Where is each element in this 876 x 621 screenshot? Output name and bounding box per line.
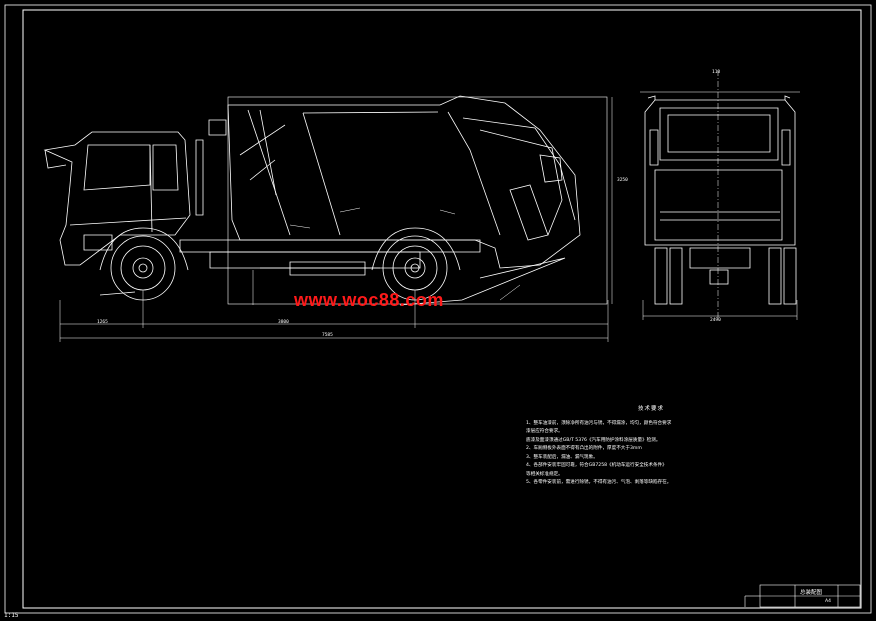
note-line: 2、车厢侧板外表面不得有凸出的附件，厚度不大于3mm [526, 446, 642, 451]
dim-body-height: 3250 [617, 178, 628, 183]
title-block [744, 584, 861, 608]
corner-scale-label: 1:15 [4, 612, 19, 619]
technical-notes-title: 技术要求 [637, 406, 664, 412]
note-line: 底漆及面漆须通过GB/T 5376《汽车用防护涂料涂层质量》检测。 [526, 437, 661, 443]
dim-front-overhang: 1265 [97, 320, 108, 325]
dim-overall-length: 7585 [322, 333, 333, 338]
dim-wheelbase: 3800 [278, 320, 289, 325]
title-block-code: A4 [825, 599, 831, 604]
sheet-outer-border [4, 4, 872, 614]
note-line: 1、整车油漆前，须除净所有油污与锈，不得漏涂，均匀，颜色符合要求 [526, 420, 672, 426]
note-line: 5、各零件安装前，需进行除锈，不得有油污、气泡、剥落等缺陷存在。 [526, 480, 672, 485]
note-line: 3、整车装配后，漏油、漏气现象。 [526, 454, 598, 460]
technical-notes: 技术要求 1、整车油漆前，须除净所有油污与锈，不得漏涂，均匀，颜色符合要求 漆层… [526, 405, 776, 488]
note-line: 漆层应符合要求。 [526, 429, 563, 434]
dim-rear-width: 2490 [710, 318, 721, 323]
watermark-text: www.woc88.com [294, 290, 444, 310]
truck-side-view [43, 95, 609, 342]
note-line: 4、各部件安装牢固可靠，符合GB7258《机动车运行安全技术条件》 [526, 463, 667, 468]
title-block-drawing-name: 总装配图 [800, 590, 823, 596]
note-line: 等相关标准规定。 [526, 471, 563, 477]
sheet-inner-border [22, 9, 862, 609]
dim-rear-top: 110 [712, 70, 721, 75]
truck-rear-view [611, 70, 800, 320]
